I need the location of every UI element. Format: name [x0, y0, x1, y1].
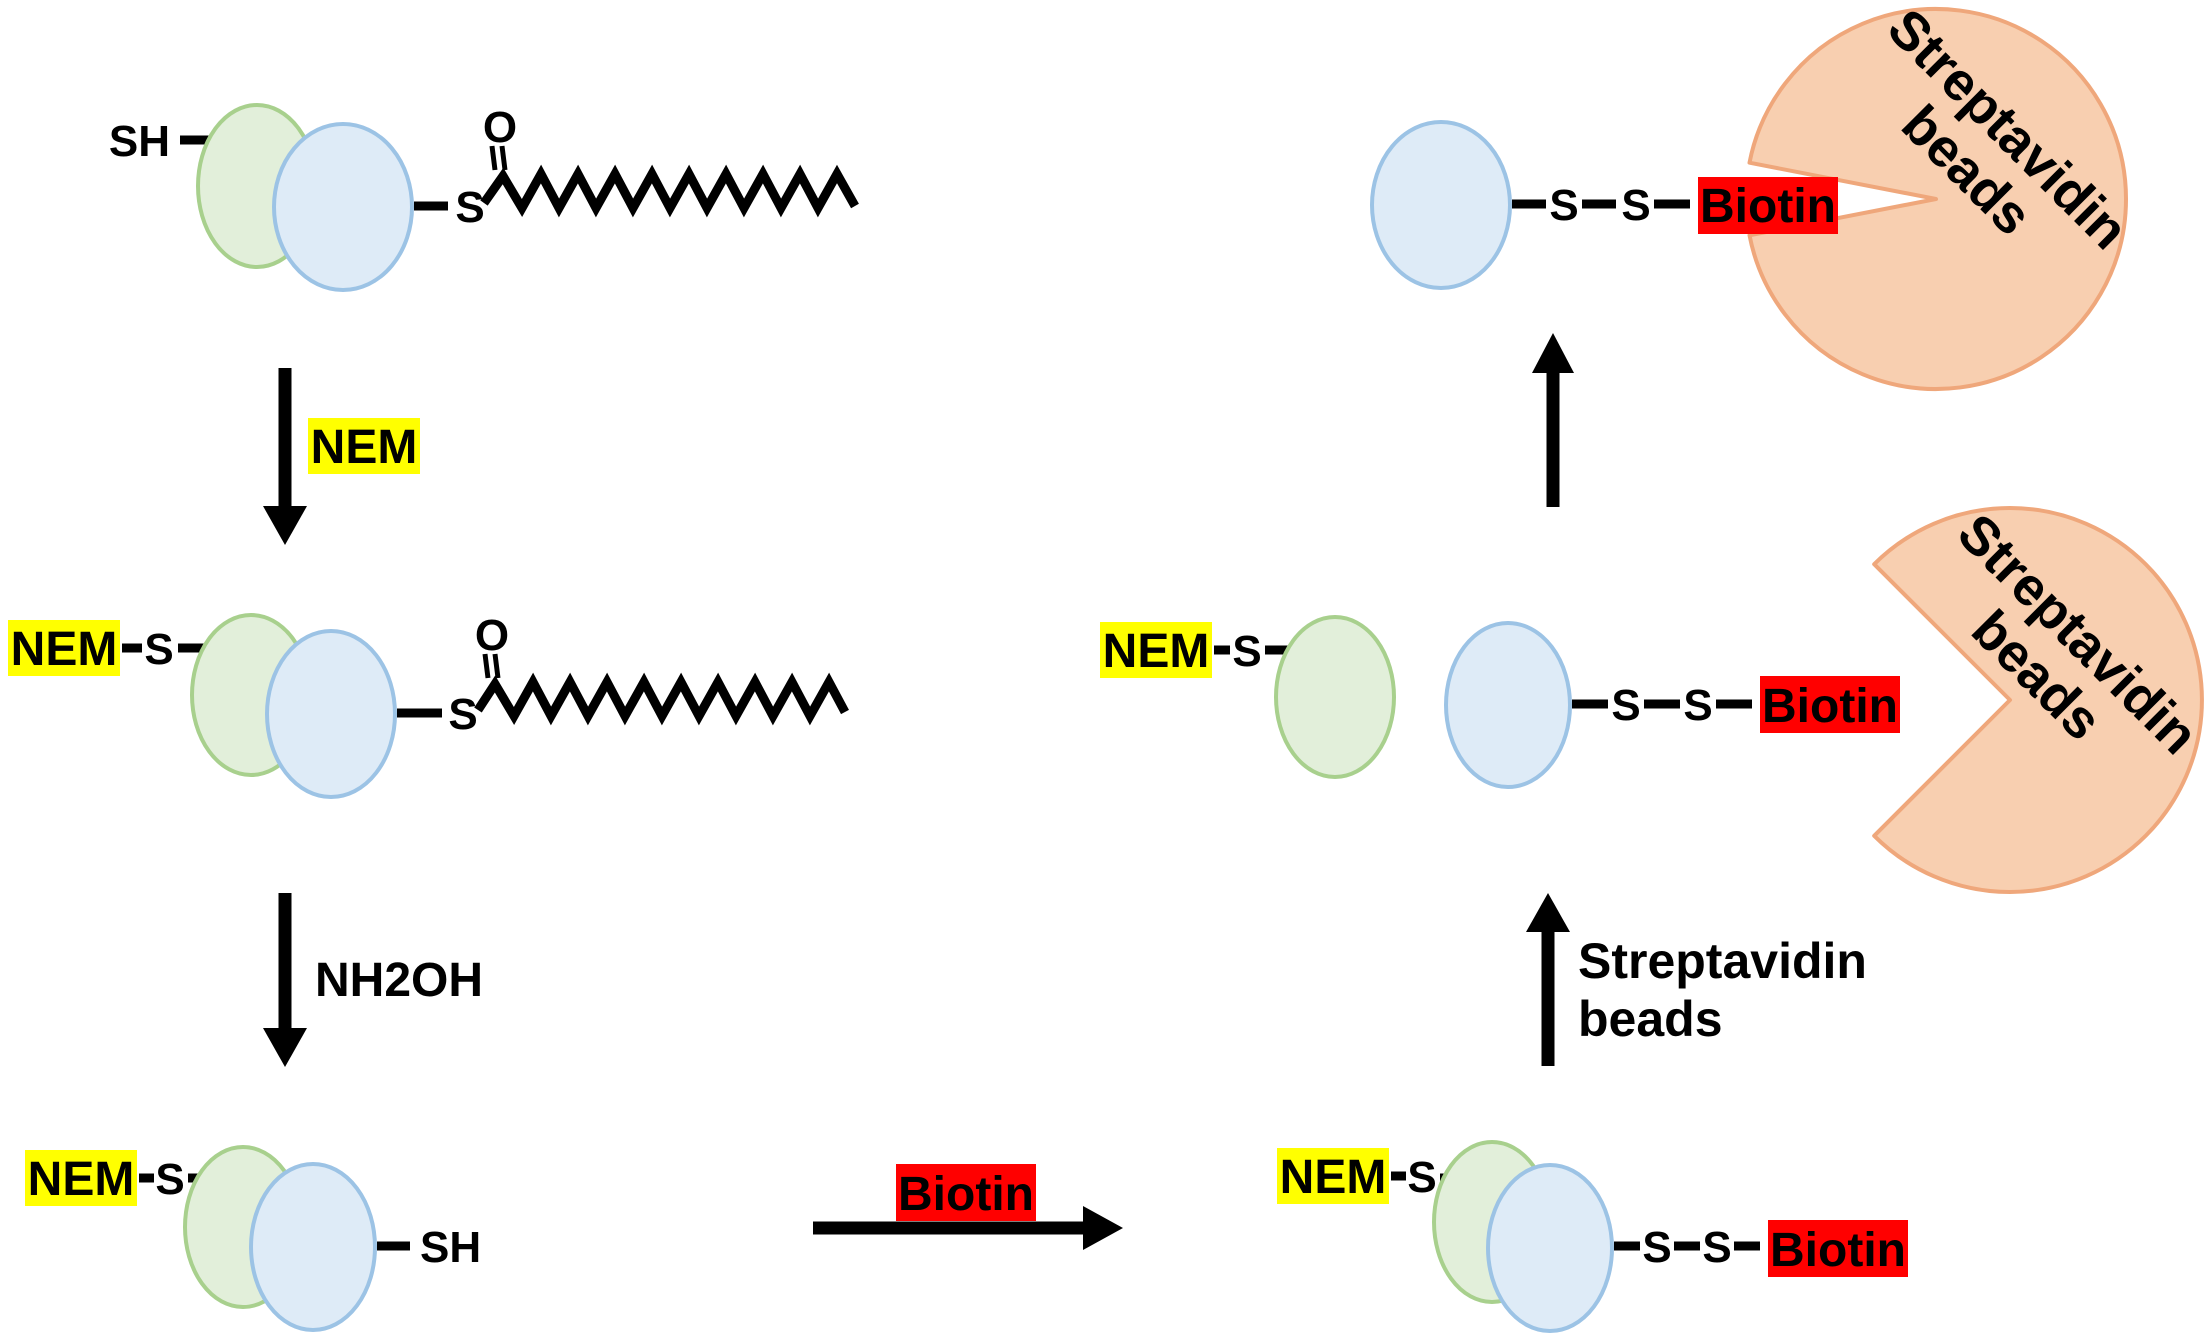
- biotin-arrow-head: [1083, 1206, 1123, 1250]
- carbonyl-oxygen-label: O: [483, 103, 517, 152]
- sulfur-label: S: [1621, 181, 1650, 230]
- streptavidin-beads-arrow: Streptavidin beads: [1526, 893, 1867, 1066]
- acyl-chain: [474, 672, 849, 726]
- biotin-label: Biotin: [1700, 180, 1836, 233]
- sulfur-label: S: [1407, 1153, 1436, 1202]
- group-purified-bound-protein: Streptavidin beads S S Biotin: [1370, 0, 2139, 391]
- double-bond-line: [492, 653, 501, 679]
- streptavidin-bead-pacman: [1872, 506, 2204, 894]
- capture-arrow-head: [1532, 333, 1574, 373]
- nem-highlight-box: [8, 620, 120, 676]
- free-thiol-label: SH: [109, 117, 170, 166]
- streptavidin-bead-pacman: [1747, 7, 2128, 391]
- streptavidin-arrow-head: [1526, 893, 1570, 932]
- sulfur-label: S: [448, 690, 477, 739]
- biotin-highlight-box: [1698, 177, 1838, 234]
- group-biotinylated-protein: NEM S S S Biotin: [1277, 1140, 1908, 1333]
- capture-arrow: [1532, 333, 1574, 507]
- nem-arrow: NEM: [263, 368, 420, 545]
- sulfur-label: S: [1611, 681, 1640, 730]
- group-bead-capture: Streptavidin beads NEM S S S Biotin: [1100, 503, 2208, 894]
- protein-blue-ellipse: [265, 629, 397, 799]
- sulfur-label: S: [1549, 181, 1578, 230]
- group-acylated-protein: SH S O: [109, 103, 859, 292]
- protein-blue-ellipse: [1370, 120, 1512, 290]
- nem-label: NEM: [1280, 1151, 1387, 1204]
- biotin-highlight-box: [1760, 676, 1900, 733]
- nh2oh-arrow-head: [263, 1028, 307, 1067]
- biotin-highlight-box: [896, 1164, 1036, 1221]
- sulfur-label: S: [1702, 1223, 1731, 1272]
- nem-label: NEM: [1103, 625, 1210, 678]
- group-nem-blocked-acylated-protein: NEM S S O: [8, 611, 849, 799]
- protein-green-ellipse: [1274, 615, 1396, 779]
- biotin-arrow: Biotin: [813, 1164, 1123, 1250]
- sulfur-label: S: [1642, 1223, 1671, 1272]
- group-nem-blocked-free-thiol-protein: NEM S SH: [25, 1145, 481, 1332]
- streptavidin-beads-label-line2: beads: [1578, 991, 1723, 1047]
- sulfur-label: S: [1683, 681, 1712, 730]
- nem-highlight-box: [25, 1150, 137, 1206]
- double-bond-line: [499, 145, 508, 171]
- nem-label: NEM: [28, 1153, 135, 1206]
- sulfur-label: S: [455, 183, 484, 232]
- nh2oh-arrow: NH2OH: [263, 893, 483, 1067]
- biotin-label: Biotin: [898, 1168, 1034, 1221]
- nem-highlight-box: [1100, 622, 1212, 678]
- nem-label: NEM: [311, 421, 418, 474]
- nem-label: NEM: [11, 623, 118, 676]
- double-bond-line: [482, 653, 491, 679]
- sulfur-label: S: [155, 1155, 184, 1204]
- sulfur-label: S: [1232, 627, 1261, 676]
- streptavidin-beads-label-line1: Streptavidin: [1578, 933, 1867, 989]
- sulfur-label: S: [144, 625, 173, 674]
- nem-arrow-head: [263, 506, 307, 545]
- carbonyl-oxygen-label: O: [475, 611, 509, 660]
- nem-highlight-box: [308, 418, 420, 474]
- double-bond-line: [489, 145, 498, 171]
- nem-highlight-box: [1277, 1148, 1389, 1204]
- protein-blue-ellipse: [272, 122, 414, 292]
- free-thiol-label: SH: [420, 1223, 481, 1272]
- acyl-chain: [480, 164, 859, 218]
- protein-blue-ellipse: [249, 1162, 377, 1332]
- biotin-label: Biotin: [1770, 1224, 1906, 1277]
- biotin-label: Biotin: [1762, 680, 1898, 733]
- nh2oh-label: NH2OH: [315, 954, 483, 1007]
- biotin-highlight-box: [1768, 1220, 1908, 1277]
- protein-blue-ellipse: [1444, 621, 1572, 789]
- protein-blue-ellipse: [1486, 1163, 1614, 1333]
